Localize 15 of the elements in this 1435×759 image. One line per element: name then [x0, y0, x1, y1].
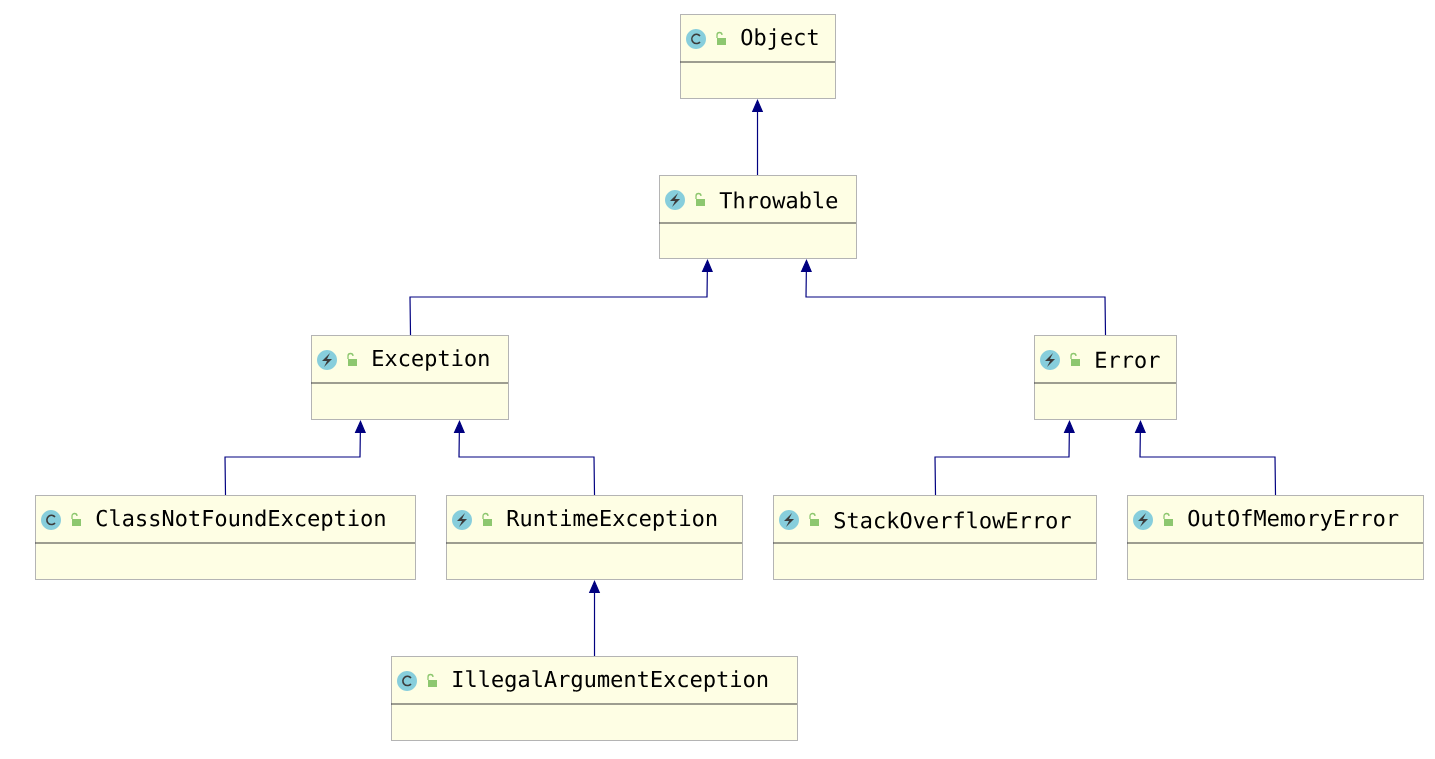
inheritance-arrow	[224, 420, 366, 496]
inheritance-arrow	[1134, 420, 1277, 496]
class-name: Object	[741, 28, 818, 50]
inheritance-arrow	[800, 259, 1107, 336]
class-name: Throwable	[719, 191, 838, 209]
class-name: ClassNotFoundException	[96, 509, 385, 531]
inheritance-arrow	[453, 420, 596, 496]
class-name: RuntimeException	[507, 509, 717, 531]
inheritance-arrow	[409, 259, 713, 336]
class-name: Exception	[373, 349, 489, 371]
class-name: OutOfMemoryError	[1188, 509, 1399, 531]
inheritance-arrow	[934, 420, 1075, 496]
class-name: StackOverflowError	[834, 511, 1071, 529]
class-name: Error	[1096, 351, 1160, 369]
class-name: IllegalArgumentException	[453, 670, 768, 692]
